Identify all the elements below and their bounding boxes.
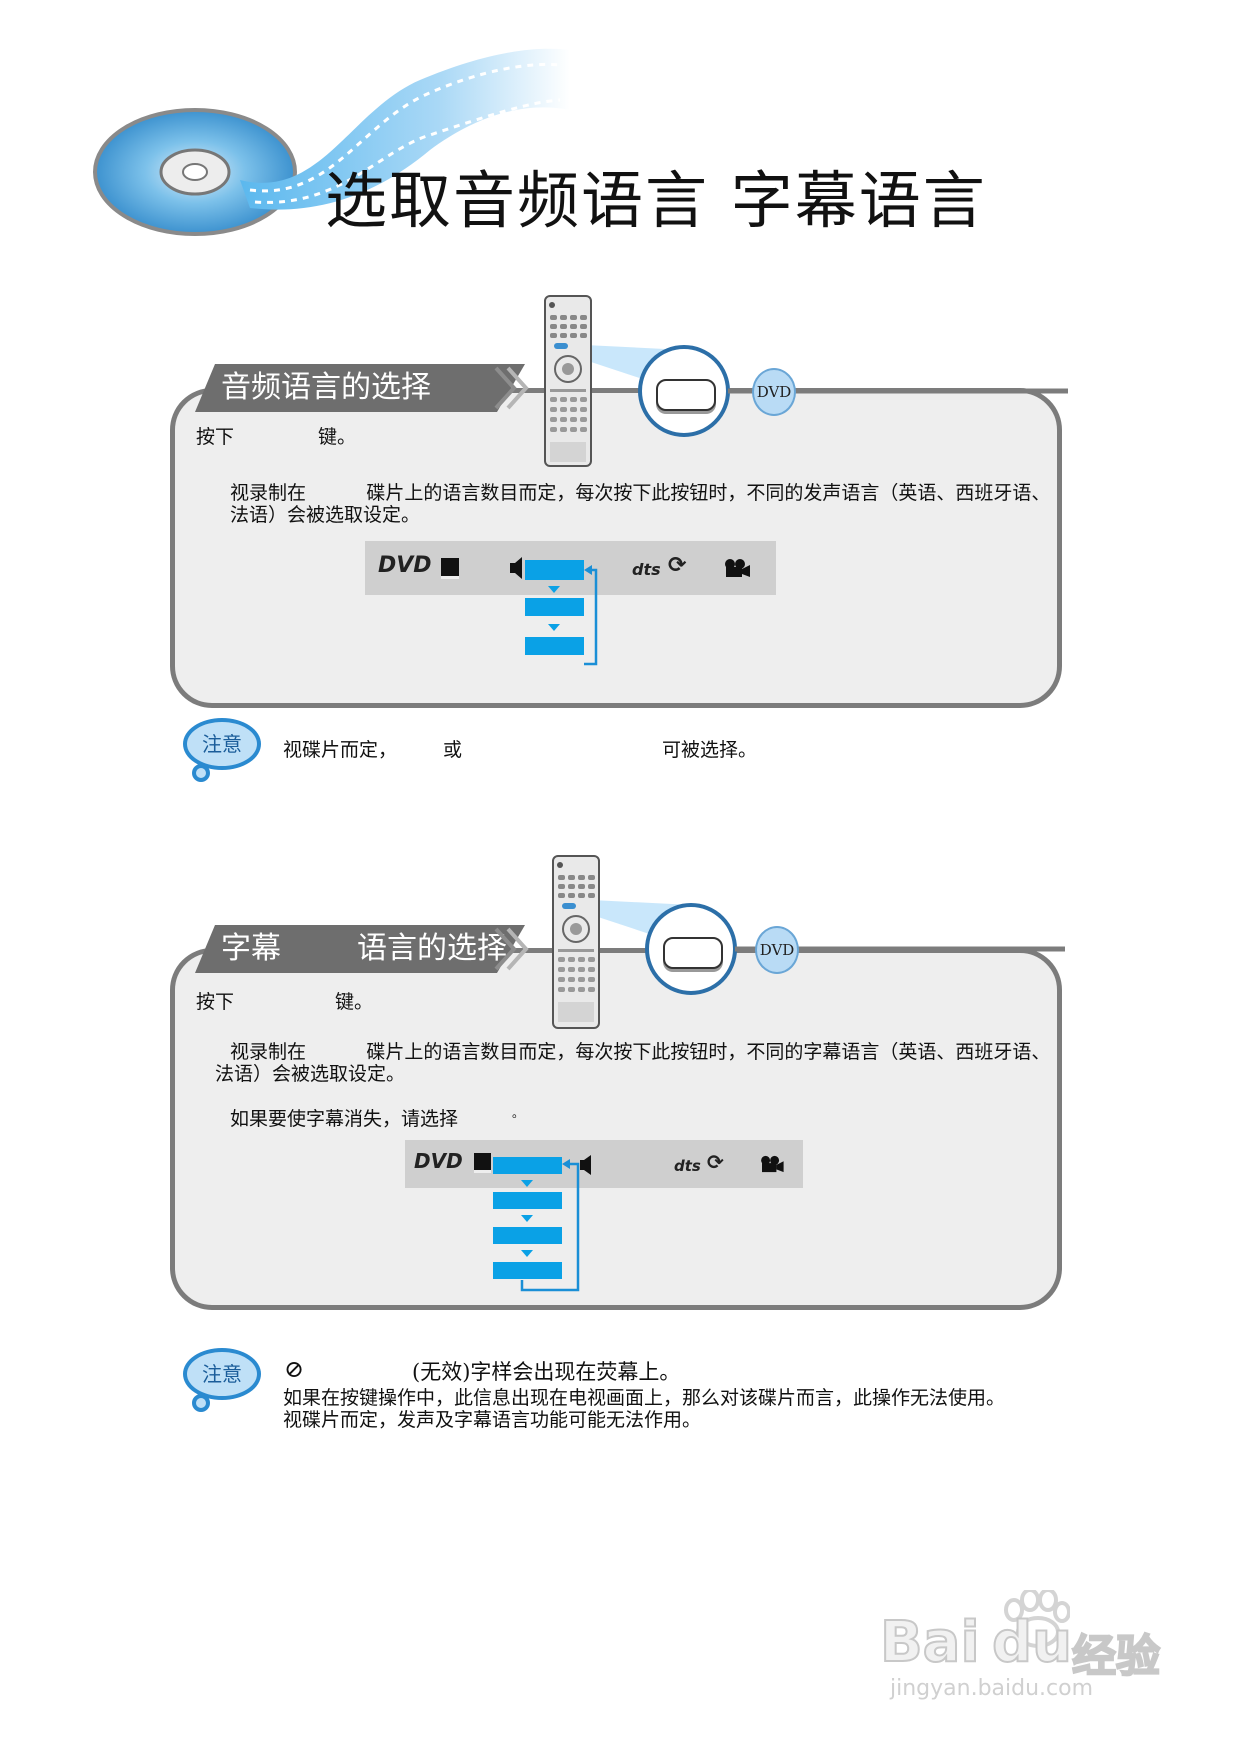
audio-desc-line2: 法语）会被选取设定。 bbox=[230, 504, 421, 526]
down-arrow-icon bbox=[548, 624, 560, 631]
watermark-url: jingyan.baidu.com bbox=[890, 1676, 1094, 1701]
subtitle-hide-hint: 如果要使字幕消失，请选择 bbox=[230, 1108, 459, 1130]
subtitle-osd-bar bbox=[405, 1140, 803, 1188]
subtitle-option-selected[interactable] bbox=[493, 1157, 562, 1174]
subtitle-icon bbox=[441, 558, 459, 579]
subtitle-press-suffix: 键。 bbox=[335, 991, 374, 1013]
subtitle-option[interactable] bbox=[493, 1192, 562, 1209]
audio-press-prefix: 按下 bbox=[196, 426, 235, 448]
note-icon-tail bbox=[192, 1394, 210, 1412]
cycle-arrow-line bbox=[584, 565, 598, 666]
note-icon-tail bbox=[192, 764, 210, 782]
down-arrow-icon bbox=[521, 1250, 533, 1257]
audio-desc-line1: 视录制在 碟片上的语言数目而定，每次按下此按钮时，不同的发声语言（英语、西班牙语… bbox=[230, 482, 1051, 504]
audio-section-tab: 音频语言的选择 bbox=[195, 364, 525, 412]
down-arrow-icon bbox=[548, 586, 560, 593]
subtitle-note-line2: 如果在按键操作中，此信息出现在电视画面上，那么对该碟片而言，此操作无法使用。 bbox=[283, 1387, 1006, 1409]
subtitle-tab-label-b: 语言的选择 bbox=[357, 931, 507, 966]
repeat-icon: ⟳ bbox=[707, 1150, 724, 1174]
subtitle-note-line1: (无效)字样会出现在荧幕上。 bbox=[412, 1360, 681, 1384]
invalid-symbol-icon: ⊘ bbox=[284, 1355, 305, 1383]
remote-control-icon bbox=[552, 855, 600, 1029]
subtitle-hide-hint-end: 。 bbox=[512, 1106, 525, 1120]
speaker-icon bbox=[580, 1155, 591, 1175]
remote-control-icon bbox=[544, 295, 592, 467]
subtitle-desc-line1: 视录制在 碟片上的语言数目而定，每次按下此按钮时，不同的字幕语言（英语、西班牙语… bbox=[230, 1041, 1051, 1063]
dvd-logo: DVD bbox=[414, 1149, 463, 1173]
subtitle-desc-line2: 法语）会被选取设定。 bbox=[215, 1063, 406, 1085]
dvd-badge: DVD bbox=[752, 368, 796, 416]
subtitle-icon bbox=[474, 1153, 491, 1173]
subtitle-button-zoom bbox=[645, 903, 737, 995]
camera-angle-icon bbox=[761, 1155, 784, 1173]
page-title: 选取音频语言 字幕语言 bbox=[325, 164, 987, 237]
watermark-brand: Bai bbox=[879, 1609, 981, 1676]
audio-press-suffix: 键。 bbox=[318, 426, 357, 448]
camera-angle-icon bbox=[725, 559, 750, 577]
speaker-icon bbox=[510, 557, 522, 579]
note-icon: 注意 bbox=[183, 1348, 261, 1400]
audio-option-selected[interactable] bbox=[525, 560, 584, 580]
note-icon: 注意 bbox=[183, 718, 261, 770]
repeat-icon: ⟳ bbox=[668, 553, 687, 578]
disc-film-graphic bbox=[93, 48, 570, 236]
watermark-cn: 经验 bbox=[1071, 1630, 1161, 1683]
cycle-arrow-line bbox=[520, 1159, 580, 1292]
subtitle-section-panel bbox=[170, 948, 1062, 1310]
down-arrow-icon bbox=[521, 1180, 533, 1187]
dts-logo: dts bbox=[632, 560, 661, 579]
baidu-watermark-logo: Bai du 经验 jingyan.baidu.com bbox=[879, 1590, 1180, 1701]
audio-option[interactable] bbox=[525, 598, 584, 616]
paw-icon bbox=[1004, 1590, 1070, 1648]
audio-button-zoom bbox=[638, 345, 730, 437]
subtitle-note-line3: 视碟片而定，发声及字幕语言功能可能无法作用。 bbox=[283, 1409, 702, 1431]
watermark-brand2: du bbox=[991, 1609, 1073, 1676]
chevron-arrows-icon bbox=[494, 927, 529, 971]
dvd-badge: DVD bbox=[755, 926, 799, 974]
audio-button[interactable] bbox=[656, 379, 716, 411]
subtitle-tab-label-a: 字幕 bbox=[221, 931, 281, 966]
audio-note-part3: 可被选择。 bbox=[662, 739, 758, 761]
subtitle-button[interactable] bbox=[663, 937, 723, 969]
down-arrow-icon bbox=[521, 1215, 533, 1222]
dvd-logo: DVD bbox=[378, 553, 432, 578]
subtitle-press-prefix: 按下 bbox=[196, 991, 235, 1013]
subtitle-section-tab: 字幕 语言的选择 bbox=[195, 925, 525, 973]
subtitle-option-off[interactable] bbox=[493, 1262, 562, 1279]
audio-option[interactable] bbox=[525, 637, 584, 655]
dts-logo: dts bbox=[674, 1157, 701, 1175]
audio-note-part2: 或 bbox=[443, 739, 463, 761]
audio-note-part1: 视碟片而定， bbox=[283, 739, 398, 761]
chevron-arrows-icon bbox=[494, 366, 529, 410]
subtitle-option[interactable] bbox=[493, 1227, 562, 1244]
